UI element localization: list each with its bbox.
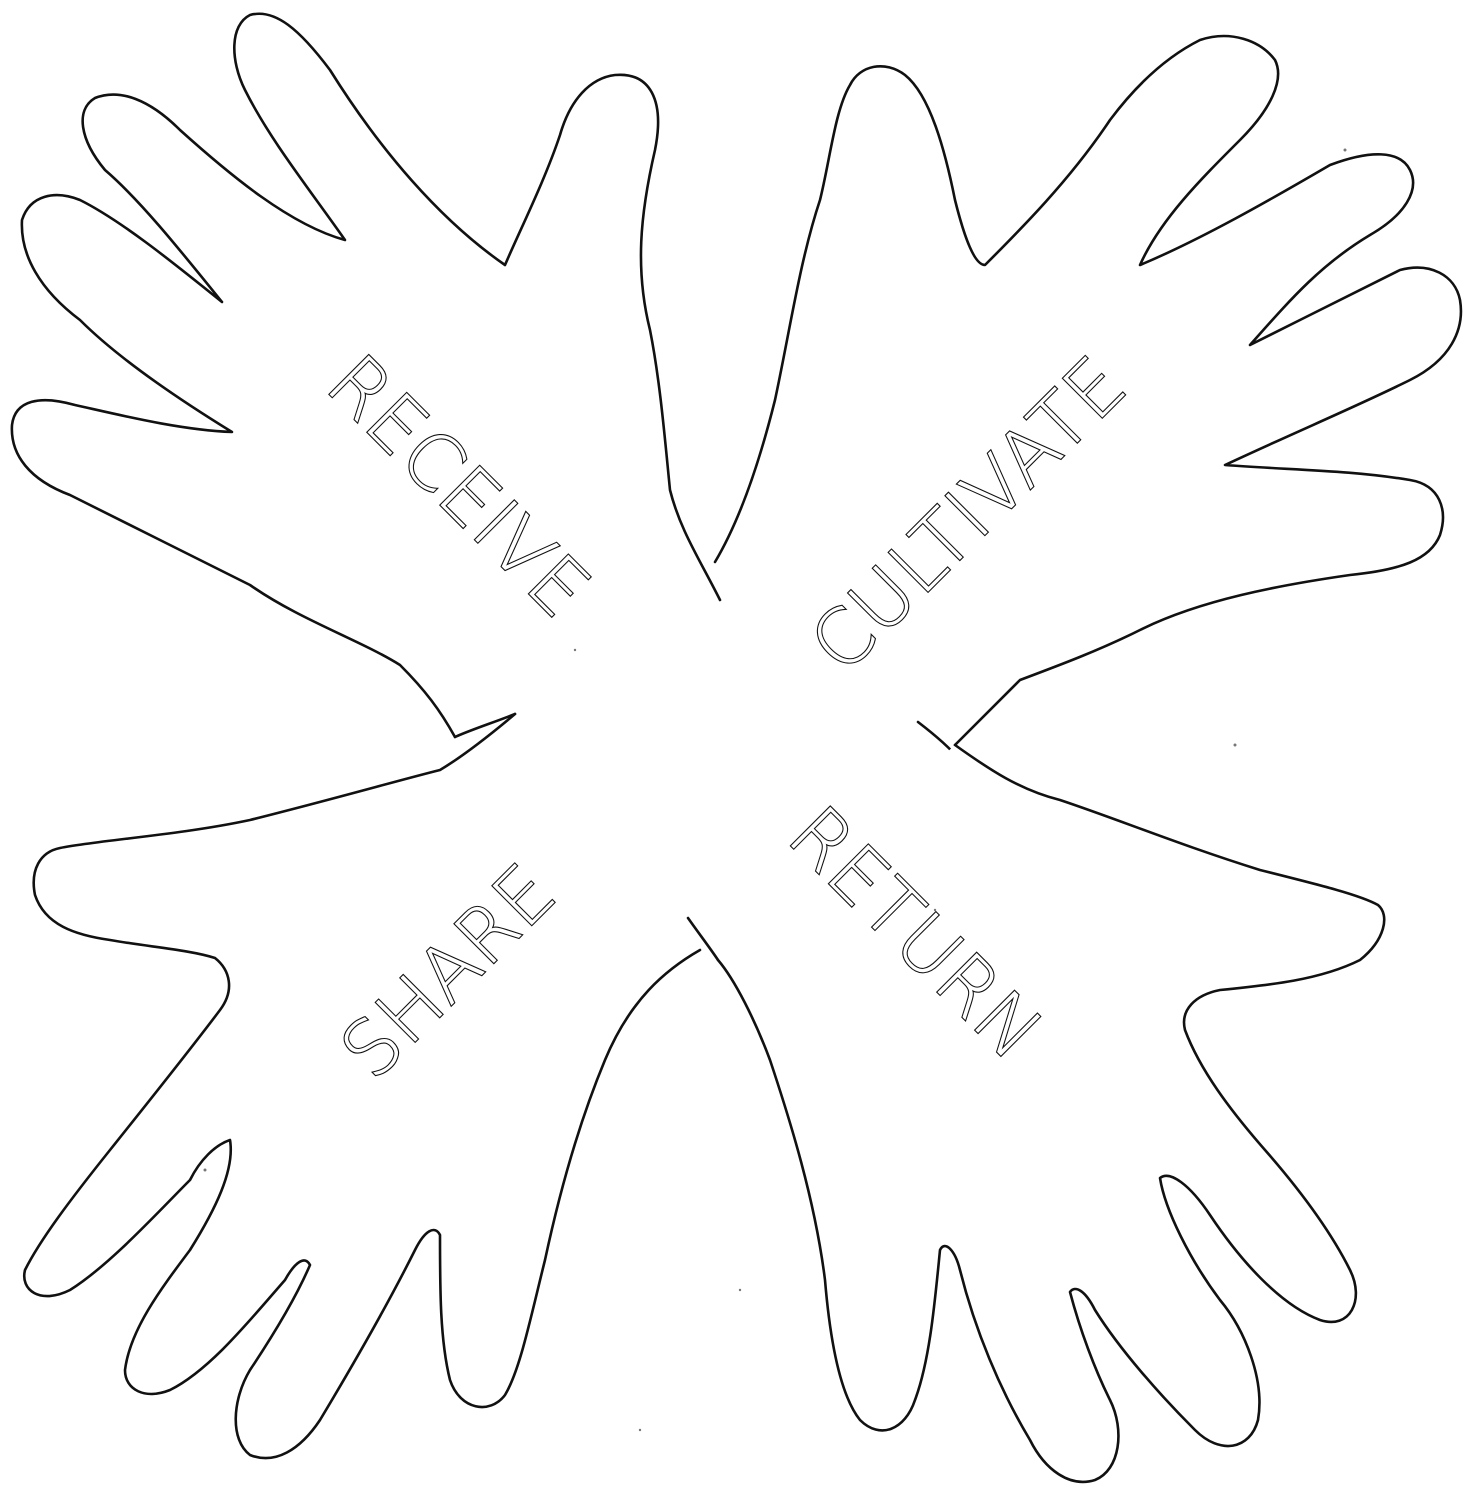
hand-share (24, 714, 718, 1458)
hand-share-outline (24, 714, 700, 1458)
